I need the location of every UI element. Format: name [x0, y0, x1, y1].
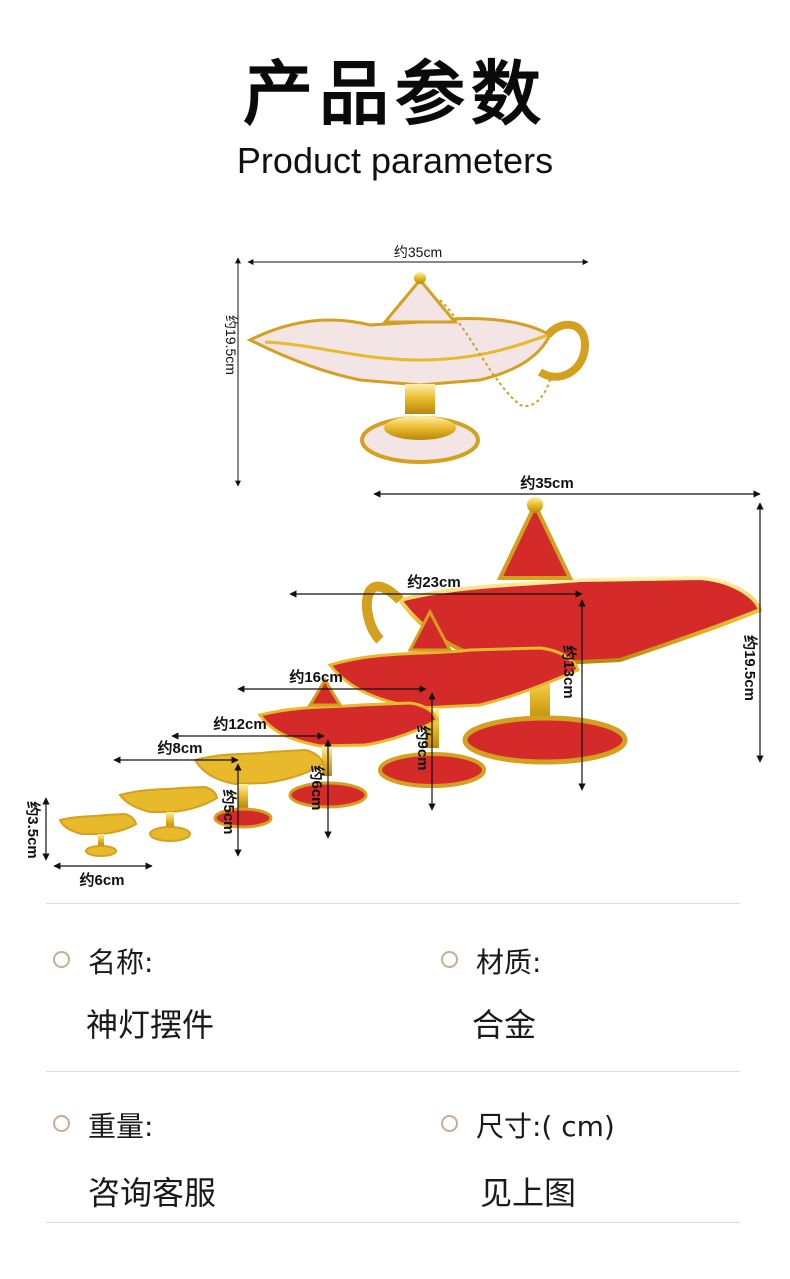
page-subtitle: Product parameters [236, 140, 554, 181]
lamp-6cm [58, 812, 138, 857]
dim-5cm-height: 约5cm [220, 789, 238, 834]
param-weight-label: 重量: [88, 1110, 154, 1143]
lamp-23cm [327, 608, 580, 788]
bullet-circle-icon [53, 951, 70, 968]
divider [46, 1071, 740, 1072]
dim-12cm-width: 约12cm [213, 715, 266, 733]
dim-16cm-width: 约16cm [289, 668, 342, 686]
bullet-circle-icon [53, 1115, 70, 1132]
param-material-value: 合金 [472, 1006, 537, 1044]
param-weight-value: 咨询客服 [88, 1174, 217, 1212]
lamp-8cm [118, 785, 219, 842]
dim-large-width: 约35cm [520, 474, 573, 492]
divider [46, 903, 740, 904]
dim-top-height: 约19.5cm [223, 315, 239, 375]
dim-23cm-width: 约23cm [407, 573, 460, 591]
param-name-value: 神灯摆件 [86, 1006, 215, 1044]
param-size-value: 见上图 [480, 1174, 577, 1212]
dim-3-5cm-height: 约3.5cm [24, 801, 42, 859]
bullet-circle-icon [441, 951, 458, 968]
page-title: 产品参数 [243, 52, 547, 135]
dim-large-height: 约19.5cm [741, 635, 759, 701]
dim-6cm-width: 约6cm [79, 871, 124, 889]
product-image: 约35cm 约19.5cm 约35cm 约19.5c [24, 244, 764, 889]
param-size-label: 尺寸:( cm) [476, 1110, 615, 1143]
divider [46, 1222, 740, 1223]
bullet-circle-icon [441, 1115, 458, 1132]
dim-8cm-width: 约8cm [157, 739, 202, 757]
dim-6cm-height: 约6cm [308, 765, 326, 810]
dim-9cm-height: 约9cm [414, 725, 432, 770]
dim-13cm-height: 约13cm [560, 645, 578, 698]
dim-top-width: 约35cm [394, 244, 442, 260]
lamp-pearl [246, 272, 590, 464]
param-material-label: 材质: [476, 946, 542, 979]
param-name-label: 名称: [88, 946, 154, 979]
